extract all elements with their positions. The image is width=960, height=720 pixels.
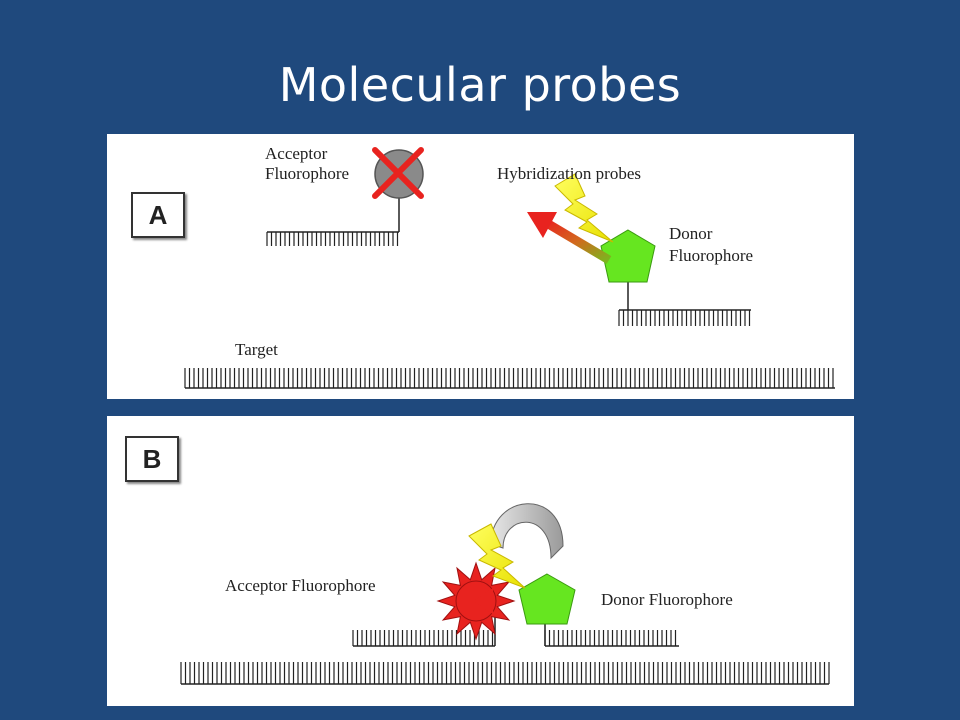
donor-fluorophore-label: Donor Fluorophore [601,590,733,609]
panel-b-diagram [180,503,830,685]
lightning-bolt-icon [468,523,526,589]
cross-mark-icon [372,147,424,199]
donor-probe-strand [618,309,751,326]
donor-label-line2: Fluorophore [669,246,754,265]
probe-strands [352,630,679,647]
energy-arrow-icon [473,588,559,614]
lightning-bolt-icon [554,173,614,243]
panel-b-letter: B [125,436,179,482]
panel-a: A Acceptor Fluorophore Hybridization pro… [107,134,854,399]
target-label: Target [235,340,278,359]
acceptor-label-line2: Fluorophore [265,164,350,183]
hairpin-loop [490,503,564,560]
donor-fluorophore [600,229,656,283]
panel-a-letter: A [131,192,185,238]
acceptor-fluorophore-label: Acceptor Fluorophore [225,576,376,595]
slide-title: Molecular probes [278,58,682,112]
acceptor-probe-strand [266,231,399,246]
hybridization-probes-label: Hybridization probes [497,164,641,183]
donor-label-line1: Donor [669,224,713,243]
target-strand [184,368,835,389]
panel-b: B Acceptor Fluorophore Donor Fluorophore [107,416,854,706]
acceptor-label-line1: Acceptor [265,144,328,163]
energy-arrow-icon [527,212,612,264]
panel-a-diagram [184,147,835,389]
target-strand [180,662,830,685]
